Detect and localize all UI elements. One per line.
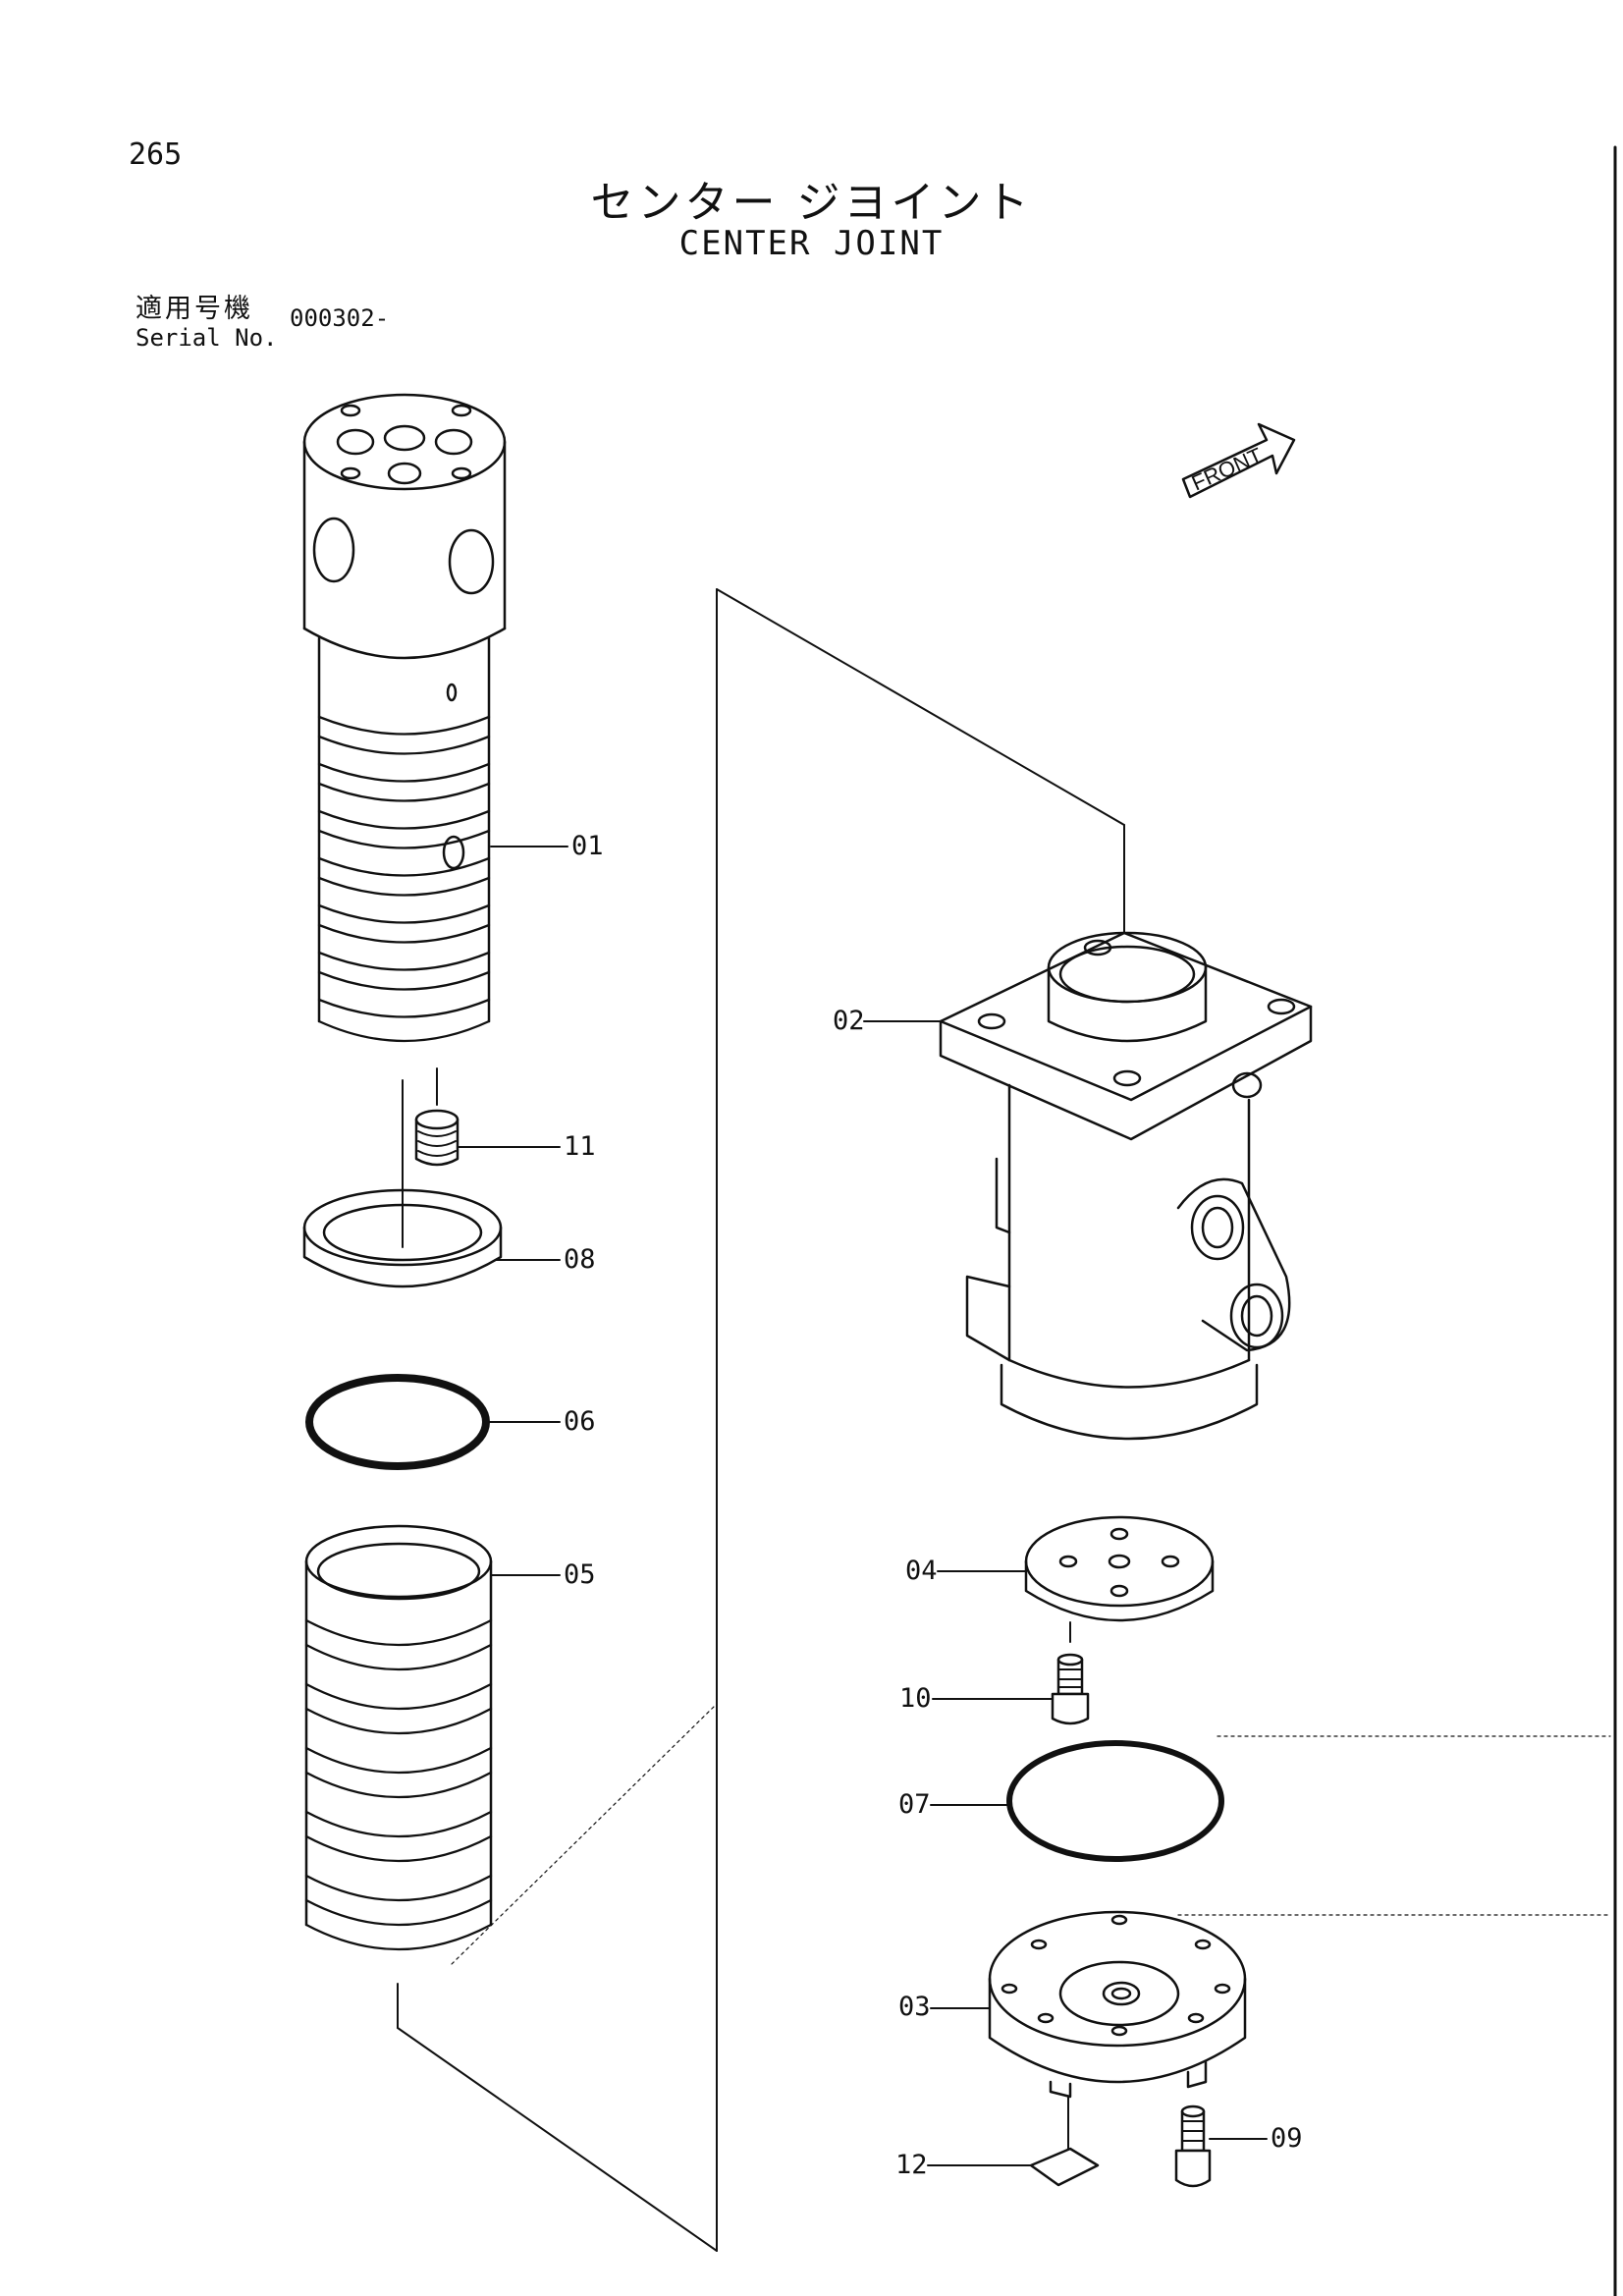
callout-06: 06 — [564, 1406, 596, 1437]
part-09-bolt — [1174, 2105, 1212, 2188]
part-11-plug — [414, 1109, 460, 1167]
callout-08: 08 — [564, 1244, 596, 1275]
callout-05: 05 — [564, 1559, 596, 1590]
serial-label-jp: 適用号機 — [135, 294, 253, 324]
callout-11: 11 — [564, 1131, 596, 1162]
callout-02: 02 — [833, 1006, 865, 1036]
part-07-o-ring — [1006, 1740, 1224, 1862]
part-02-body — [939, 931, 1313, 1441]
part-08-seal-ring — [302, 1188, 503, 1288]
page-title-jp: センター ジヨイント — [590, 178, 1033, 228]
callout-04: 04 — [905, 1556, 938, 1586]
serial-number-value: 000302- — [290, 304, 390, 332]
callout-03: 03 — [898, 1992, 931, 2022]
part-10-bolt — [1051, 1653, 1090, 1725]
part-12-shim — [1029, 2096, 1100, 2187]
callout-01: 01 — [571, 831, 604, 861]
callout-09: 09 — [1271, 2123, 1303, 2154]
callout-10: 10 — [899, 1683, 932, 1714]
leader-lines — [457, 846, 1268, 2166]
callout-12: 12 — [895, 2150, 928, 2180]
front-arrow-icon: FRONT — [1181, 422, 1296, 499]
page-number: 265 — [129, 137, 183, 172]
part-06-o-ring — [305, 1374, 490, 1470]
front-label: FRONT — [1188, 443, 1266, 496]
callout-07: 07 — [898, 1789, 931, 1820]
serial-label-en: Serial No. — [135, 324, 278, 352]
part-05-ring-stack — [304, 1524, 493, 1951]
part-04-plate — [1024, 1515, 1215, 1622]
part-01-spindle — [302, 393, 507, 1043]
page-title-en: CENTER JOINT — [678, 224, 945, 263]
part-03-cover — [988, 1910, 1247, 2099]
